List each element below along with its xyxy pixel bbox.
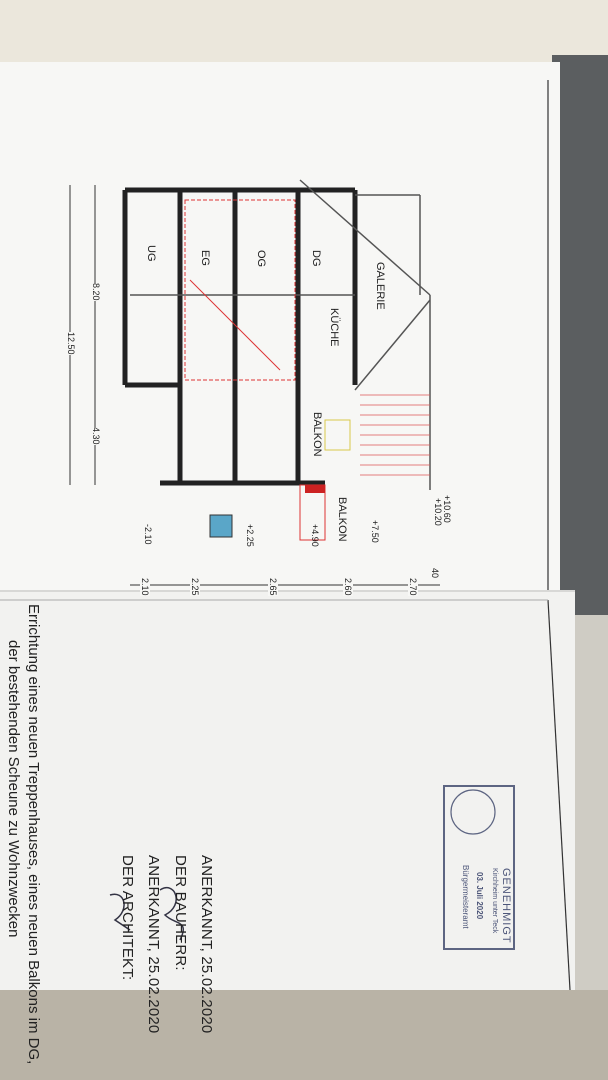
background-surface-top [0,0,608,70]
architect-signature-label: DER ARCHITEKT: [119,855,136,981]
dimension-label: 2.25 [190,578,200,596]
dimension-label: 2.60 [343,578,353,596]
elevation-mark: +10.60 [442,495,452,523]
room-label-balkon-inner: BALKON [311,412,323,457]
elevation-mark: -2.10 [143,524,153,545]
dimension-label: 12.50 [66,332,76,355]
room-label-ug: UG [145,245,157,262]
room-label-eg: EG [199,250,211,266]
elevation-mark: +2.25 [245,524,255,547]
paper-fold [0,590,575,592]
approval-stamp [443,785,515,950]
stamp-office: Bürgermeisteramt [461,865,470,929]
elevation-mark: +7.50 [370,520,380,543]
stamp-date: 03. Juli 2020 [475,872,484,920]
paper-sheet-title-block [0,590,575,995]
stamp-title: GENEHMIGT [500,868,512,944]
dimension-label: 4.30 [91,427,101,445]
dimension-label: 2.65 [268,578,278,596]
table-surface-bottom [0,990,608,1080]
dimension-label: 2.70 [408,578,418,596]
dimension-label: 40 [430,568,440,579]
approval-date-architect: ANERKANNT, 25.02.2020 [145,855,162,1034]
project-description-line1: Errichtung eines neuen Treppenhauses, ei… [25,604,42,1065]
background-surface-right [552,55,608,615]
room-label-dg: DG [310,250,322,267]
stamp-place: Kirchheim unter Teck [491,868,498,934]
room-label-galerie: GALERIE [374,262,386,310]
room-label-kueche: KÜCHE [328,308,340,347]
approval-date-owner: ANERKANNT, 25.02.2020 [198,855,215,1034]
elevation-mark: +4.90 [310,524,320,547]
paper-sheet-drawing [0,62,560,602]
dimension-label: 8.20 [91,283,101,301]
owner-signature-label: DER BAUHERR: [172,855,189,971]
room-label-og: OG [255,250,267,268]
elevation-mark: +10.20 [433,498,443,526]
room-label-balkon-outer: BALKON [336,497,348,542]
project-description-line2: der bestehenden Scheune zu Wohnzwecken [5,640,22,938]
dimension-label: 2.10 [140,578,150,596]
